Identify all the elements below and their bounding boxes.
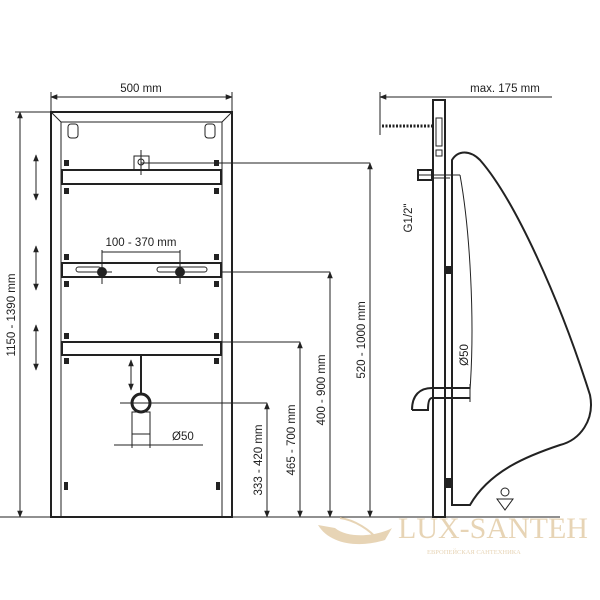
width-label: 500 mm — [120, 83, 162, 95]
dim-465-700: 465 - 700 mm — [286, 405, 298, 476]
side-drain-pipe — [411, 387, 470, 411]
mount-tab-left — [67, 123, 79, 139]
dim-333-420: 333 - 420 mm — [253, 425, 265, 496]
lower-rail — [61, 341, 222, 356]
urinal — [451, 151, 592, 506]
drain-diameter-label: Ø50 — [172, 431, 194, 443]
thread-label: G1/2" — [403, 203, 415, 232]
watermark: LUX-SANTEH ЕВРОПЕЙСКАЯ САНТЕХНИКА — [318, 512, 588, 556]
side-drain-diameter-label: Ø50 — [459, 344, 471, 366]
depth-label: max. 175 mm — [470, 83, 540, 95]
spacing-label: 100 - 370 mm — [106, 237, 177, 249]
frame-inner — [60, 121, 223, 518]
height-label: 1150 - 1390 mm — [6, 274, 18, 357]
middle-rail — [61, 262, 222, 278]
mount-tab-right — [204, 123, 216, 139]
side-view: max. 175 mm G1/2" Ø50 — [379, 83, 592, 518]
floor-drain-icon — [496, 487, 514, 511]
watermark-brand: LUX-SANTEH — [398, 512, 588, 545]
dim-400-900: 400 - 900 mm — [316, 355, 328, 426]
frame-side — [432, 99, 446, 518]
watermark-tagline: ЕВРОПЕЙСКАЯ САНТЕХНИКА — [427, 548, 521, 556]
dim-520-1000: 520 - 1000 mm — [356, 301, 368, 378]
front-view: 500 mm 1150 - 1390 mm 100 - 370 mm Ø50 3… — [6, 83, 373, 518]
